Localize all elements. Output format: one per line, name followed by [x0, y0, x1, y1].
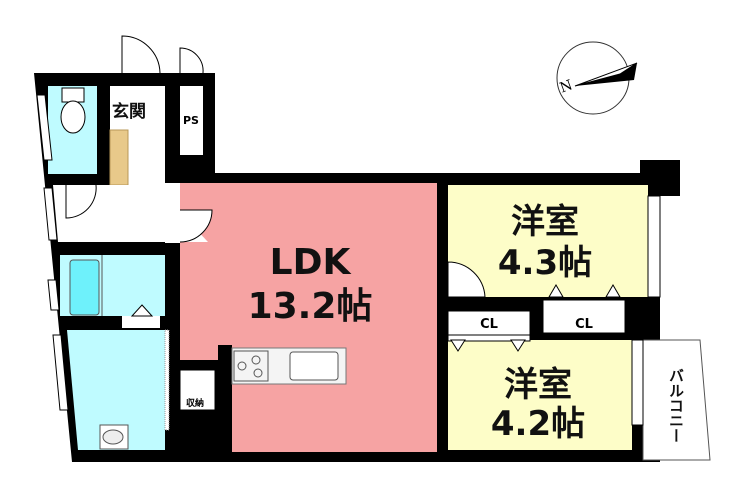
storage-label: 収納 — [186, 397, 204, 409]
storage[interactable] — [179, 369, 216, 411]
hallway — [53, 185, 180, 242]
ldk-label: LDK — [270, 242, 352, 283]
bathtub — [69, 259, 100, 316]
bedroom-1-label: 洋室 — [511, 202, 579, 242]
closet-2[interactable] — [542, 299, 626, 334]
entrance-step — [109, 129, 129, 186]
ps-door[interactable] — [179, 47, 204, 74]
compass-north-label: N — [558, 77, 575, 96]
ps-shaft — [180, 86, 203, 155]
toilet-icon — [60, 87, 86, 134]
balcony-label: バルコニー — [667, 368, 685, 443]
bedroom-2-label: 洋室 — [504, 365, 572, 405]
compass-icon: N — [556, 41, 638, 115]
ps-label: PS — [183, 114, 199, 127]
sink-icon — [289, 351, 339, 381]
bedroom-2 — [448, 340, 632, 450]
bedroom-2-size: 4.2帖 — [491, 404, 585, 444]
closet-1[interactable] — [447, 310, 531, 336]
closet-1-label: CL — [480, 317, 498, 332]
entrance-door[interactable] — [121, 35, 161, 74]
window-left — [36, 94, 69, 411]
closet-2-label: CL — [575, 317, 593, 332]
ldk-size: 13.2帖 — [248, 286, 373, 327]
bedroom-1 — [448, 185, 648, 297]
stove-icon — [233, 350, 269, 382]
bedroom-1-size: 4.3帖 — [498, 243, 592, 283]
washroom — [67, 330, 165, 450]
entrance-label: 玄関 — [112, 101, 146, 122]
